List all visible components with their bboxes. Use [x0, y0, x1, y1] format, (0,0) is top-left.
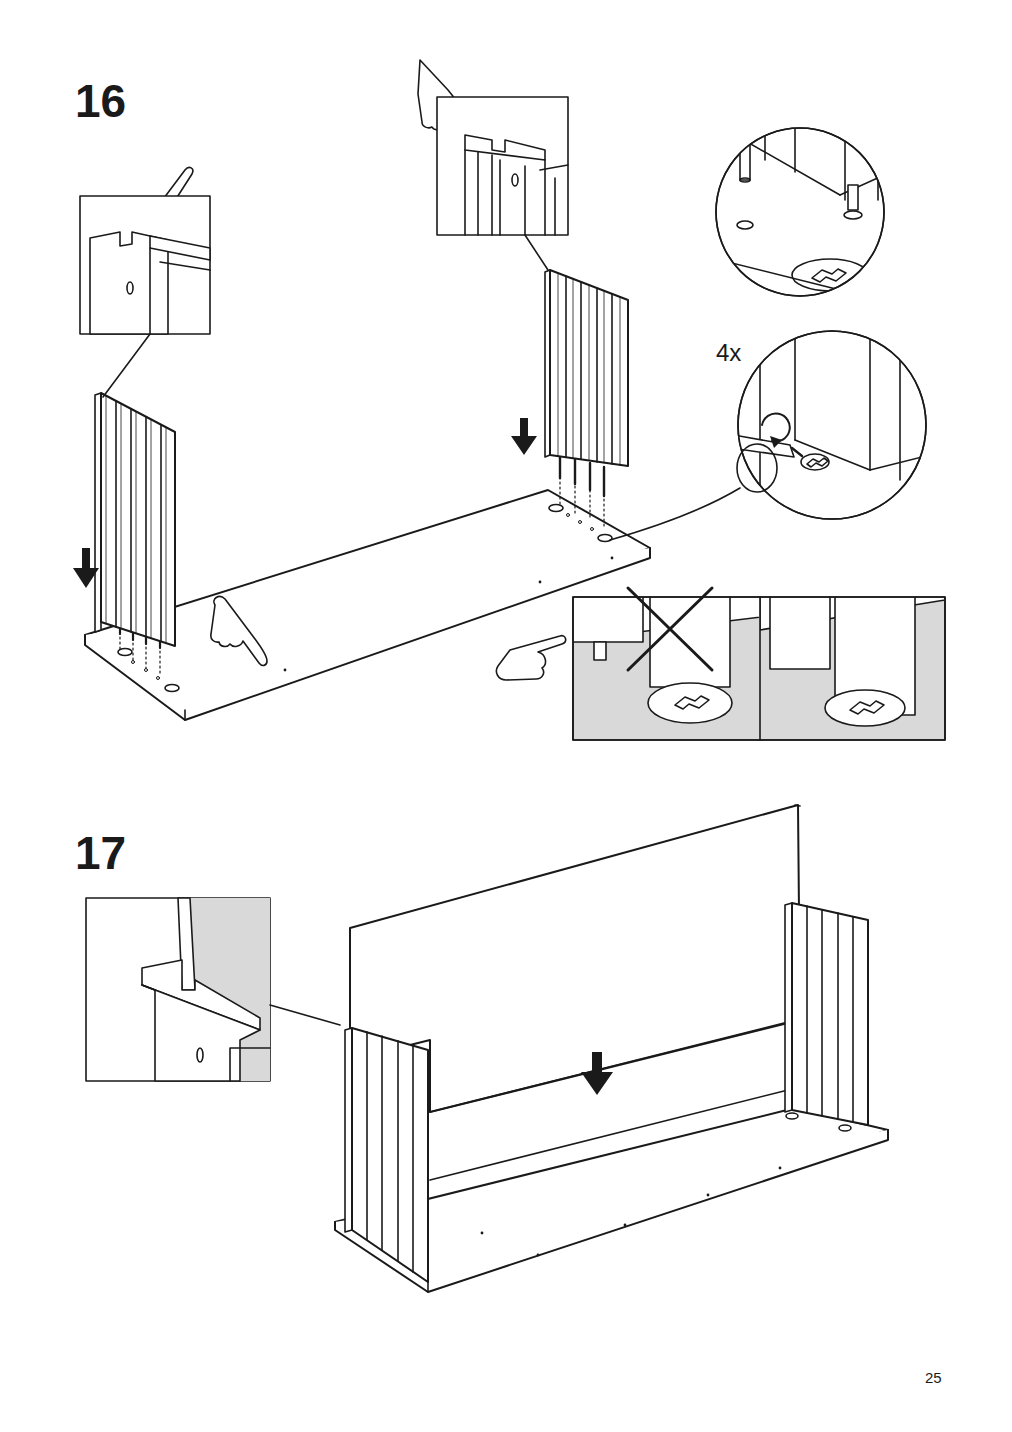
down-arrows [73, 418, 537, 588]
comparison-panel [573, 588, 945, 740]
side-panel-right [545, 270, 628, 527]
page-number: 25 [925, 1370, 942, 1385]
hand-icons [140, 60, 566, 680]
step-number: 16 [75, 78, 126, 124]
detail-callout [80, 196, 210, 397]
step-number: 17 [75, 830, 126, 876]
side-panel-right [785, 903, 868, 1131]
side-panel-left [345, 1028, 428, 1282]
detail-callout [437, 97, 568, 270]
down-arrow [581, 1052, 613, 1095]
detail-circle [610, 90, 940, 540]
detail-callout [86, 898, 340, 1081]
side-panel-left [95, 393, 175, 676]
quantity-label: 4x [716, 341, 741, 365]
